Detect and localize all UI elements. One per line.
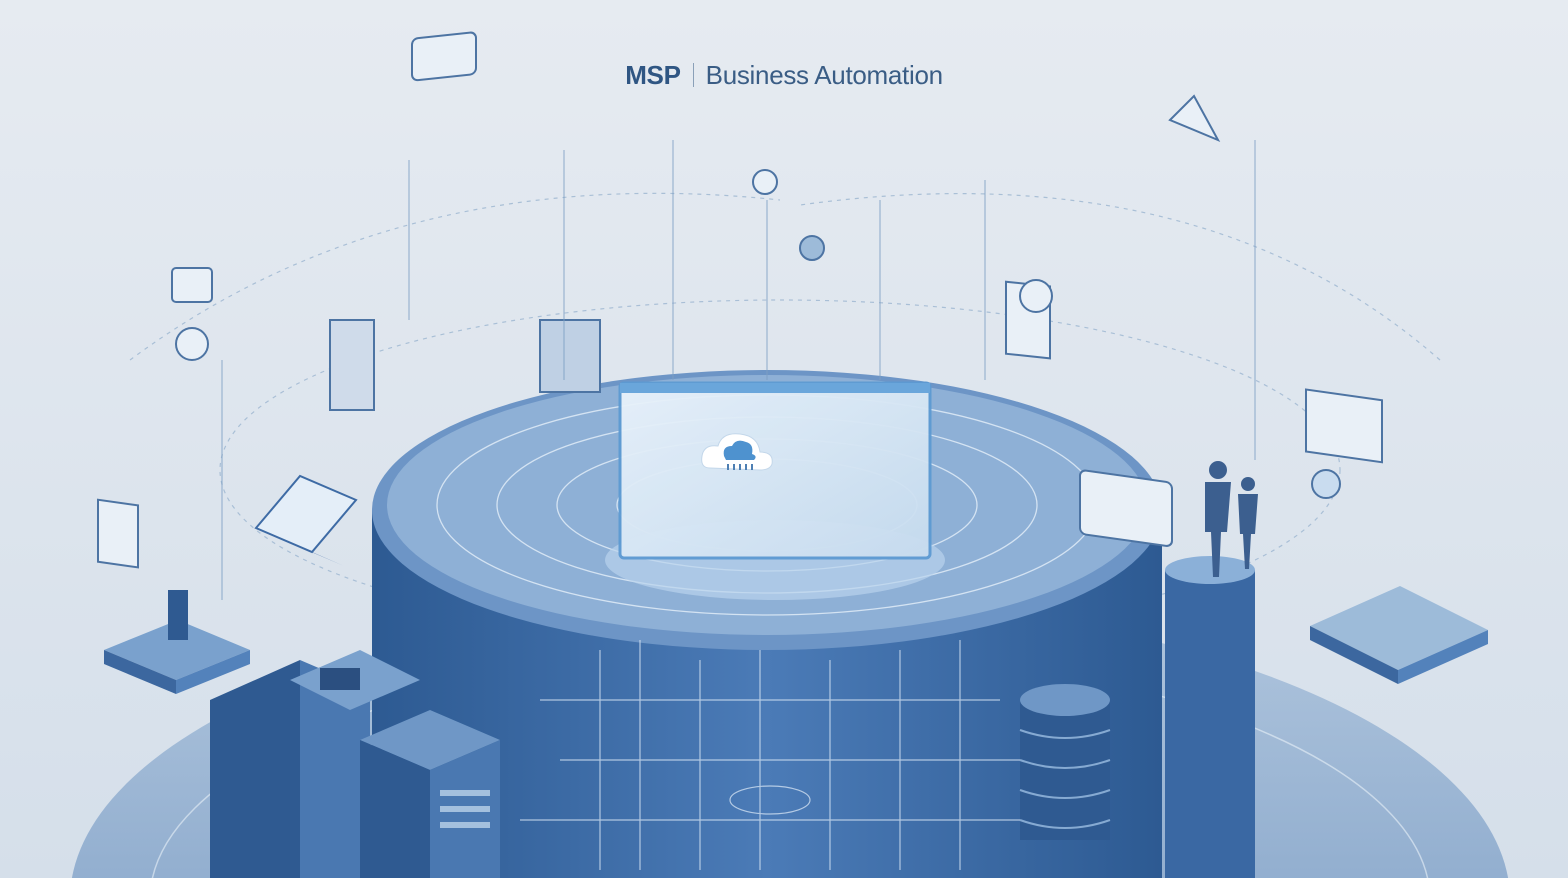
title-divider bbox=[692, 63, 694, 87]
page-title: MSP Business Automation bbox=[0, 60, 1568, 91]
glass-monitor bbox=[605, 381, 945, 600]
pillar-with-people bbox=[1165, 461, 1258, 878]
floating-icons bbox=[97, 31, 1383, 569]
subtitle-label: Business Automation bbox=[705, 60, 943, 90]
brand-label: MSP bbox=[625, 60, 681, 90]
platform-right bbox=[1310, 586, 1488, 684]
laptop-icon bbox=[254, 474, 358, 566]
people-icon bbox=[1205, 461, 1258, 577]
server-left bbox=[104, 590, 250, 694]
buildings-left bbox=[210, 650, 500, 878]
cloud-icon bbox=[701, 433, 773, 471]
database-stack-icon bbox=[1019, 684, 1111, 840]
